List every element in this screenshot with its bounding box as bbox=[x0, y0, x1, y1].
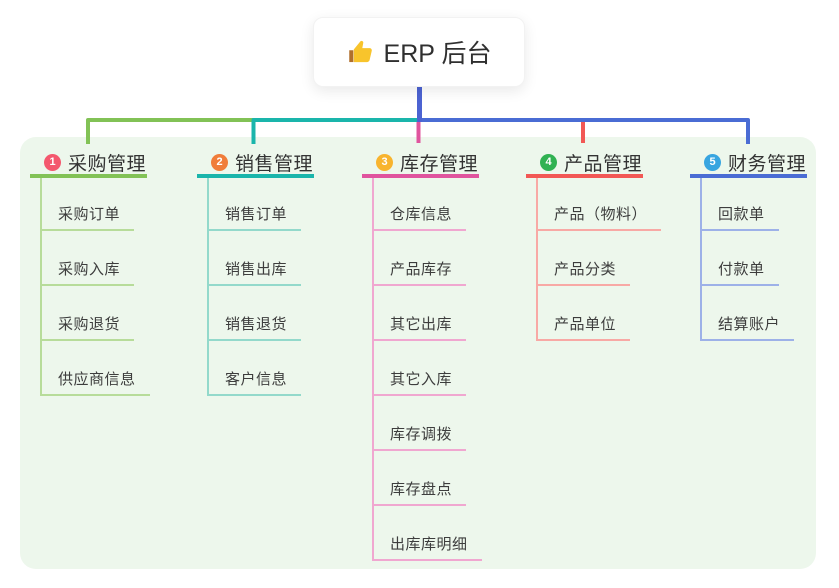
child-label: 结算账户 bbox=[718, 316, 781, 333]
branch-rail-line bbox=[207, 178, 209, 396]
child-label: 出库库明细 bbox=[390, 536, 468, 553]
branch-rail-line bbox=[372, 178, 374, 561]
child-label: 产品（物料） bbox=[554, 206, 648, 223]
child-label: 销售出库 bbox=[225, 261, 288, 278]
child-label: 仓库信息 bbox=[390, 206, 453, 223]
child-node[interactable]: 产品（物料） bbox=[536, 203, 662, 231]
child-node[interactable]: 销售出库 bbox=[207, 258, 302, 286]
child-label: 回款单 bbox=[718, 206, 765, 223]
child-node[interactable]: 其它入库 bbox=[372, 368, 467, 396]
child-row: 销售退货 bbox=[207, 286, 314, 341]
child-row: 采购入库 bbox=[40, 231, 147, 286]
child-row: 其它入库 bbox=[372, 341, 479, 396]
child-label: 销售订单 bbox=[225, 206, 288, 223]
branch-header[interactable]: 1 采购管理 bbox=[30, 151, 147, 178]
child-label: 采购入库 bbox=[58, 261, 121, 278]
child-node[interactable]: 采购退货 bbox=[40, 313, 135, 341]
child-row: 销售订单 bbox=[207, 178, 314, 231]
child-label: 客户信息 bbox=[225, 371, 288, 388]
child-node[interactable]: 结算账户 bbox=[700, 313, 795, 341]
branch-number-badge: 1 bbox=[44, 154, 61, 171]
branch-1: 1 采购管理 采购订单 采购入库 采购退货 供应商信息 bbox=[30, 151, 150, 396]
child-label: 采购退货 bbox=[58, 316, 121, 333]
child-row: 销售出库 bbox=[207, 231, 314, 286]
branch-number-badge: 5 bbox=[704, 154, 721, 171]
child-label: 其它出库 bbox=[390, 316, 453, 333]
child-row: 回款单 bbox=[700, 178, 807, 231]
child-label: 付款单 bbox=[718, 261, 765, 278]
child-node[interactable]: 库存盘点 bbox=[372, 478, 467, 506]
child-label: 其它入库 bbox=[390, 371, 453, 388]
branch-3: 3 库存管理 仓库信息 产品库存 其它出库 其它入库 库存调拨 库存盘点 bbox=[362, 151, 482, 561]
child-node[interactable]: 产品分类 bbox=[536, 258, 631, 286]
child-row: 产品单位 bbox=[536, 286, 643, 341]
child-node[interactable]: 销售退货 bbox=[207, 313, 302, 341]
child-row: 产品分类 bbox=[536, 231, 643, 286]
child-node[interactable]: 销售订单 bbox=[207, 203, 302, 231]
branch-label: 财务管理 bbox=[728, 154, 807, 175]
branch-children-list: 产品（物料） 产品分类 产品单位 bbox=[536, 178, 662, 341]
child-node[interactable]: 采购订单 bbox=[40, 203, 135, 231]
branch-rail-line bbox=[40, 178, 42, 396]
branch-number-badge: 4 bbox=[540, 154, 557, 171]
branch-label: 产品管理 bbox=[564, 154, 643, 175]
child-row: 付款单 bbox=[700, 231, 807, 286]
child-row: 采购订单 bbox=[40, 178, 147, 231]
child-node[interactable]: 供应商信息 bbox=[40, 368, 150, 396]
child-node[interactable]: 采购入库 bbox=[40, 258, 135, 286]
child-row: 库存调拨 bbox=[372, 396, 479, 451]
branch-rail-line bbox=[536, 178, 538, 341]
child-row: 库存盘点 bbox=[372, 451, 479, 506]
branch-number-badge: 2 bbox=[211, 154, 228, 171]
child-node[interactable]: 回款单 bbox=[700, 203, 779, 231]
child-row: 结算账户 bbox=[700, 286, 807, 341]
branch-children-list: 回款单 付款单 结算账户 bbox=[700, 178, 807, 341]
child-node[interactable]: 其它出库 bbox=[372, 313, 467, 341]
child-node[interactable]: 仓库信息 bbox=[372, 203, 467, 231]
child-node[interactable]: 产品单位 bbox=[536, 313, 631, 341]
branch-header[interactable]: 2 销售管理 bbox=[197, 151, 314, 178]
branch-header[interactable]: 4 产品管理 bbox=[526, 151, 643, 178]
child-label: 销售退货 bbox=[225, 316, 288, 333]
child-label: 产品库存 bbox=[390, 261, 453, 278]
branch-children-list: 销售订单 销售出库 销售退货 客户信息 bbox=[207, 178, 314, 396]
thumbs-up-icon bbox=[347, 39, 374, 66]
branch-header[interactable]: 5 财务管理 bbox=[690, 151, 807, 178]
child-node[interactable]: 库存调拨 bbox=[372, 423, 467, 451]
branch-label: 销售管理 bbox=[235, 154, 314, 175]
child-row: 仓库信息 bbox=[372, 178, 479, 231]
branch-4: 4 产品管理 产品（物料） 产品分类 产品单位 bbox=[526, 151, 662, 341]
branch-label: 库存管理 bbox=[400, 154, 479, 175]
child-label: 库存盘点 bbox=[390, 481, 453, 498]
branch-header[interactable]: 3 库存管理 bbox=[362, 151, 479, 178]
child-node[interactable]: 产品库存 bbox=[372, 258, 467, 286]
child-row: 出库库明细 bbox=[372, 506, 482, 561]
branch-5: 5 财务管理 回款单 付款单 结算账户 bbox=[690, 151, 807, 341]
child-label: 库存调拨 bbox=[390, 426, 453, 443]
child-row: 产品库存 bbox=[372, 231, 479, 286]
branches-panel bbox=[20, 137, 816, 569]
child-row: 采购退货 bbox=[40, 286, 147, 341]
branch-children-list: 仓库信息 产品库存 其它出库 其它入库 库存调拨 库存盘点 出库库明细 bbox=[372, 178, 482, 561]
child-row: 其它出库 bbox=[372, 286, 479, 341]
branch-children-list: 采购订单 采购入库 采购退货 供应商信息 bbox=[40, 178, 150, 396]
child-node[interactable]: 出库库明细 bbox=[372, 533, 482, 561]
child-label: 产品分类 bbox=[554, 261, 617, 278]
branch-2: 2 销售管理 销售订单 销售出库 销售退货 客户信息 bbox=[197, 151, 314, 396]
branch-number-badge: 3 bbox=[376, 154, 393, 171]
branch-label: 采购管理 bbox=[68, 154, 147, 175]
child-label: 采购订单 bbox=[58, 206, 121, 223]
child-label: 供应商信息 bbox=[58, 371, 136, 388]
child-row: 供应商信息 bbox=[40, 341, 150, 396]
root-node[interactable]: ERP 后台 bbox=[313, 17, 525, 87]
branch-rail-line bbox=[700, 178, 702, 341]
child-node[interactable]: 付款单 bbox=[700, 258, 779, 286]
root-label: ERP 后台 bbox=[383, 40, 492, 68]
child-row: 产品（物料） bbox=[536, 178, 662, 231]
child-label: 产品单位 bbox=[554, 316, 617, 333]
child-row: 客户信息 bbox=[207, 341, 314, 396]
child-node[interactable]: 客户信息 bbox=[207, 368, 302, 396]
